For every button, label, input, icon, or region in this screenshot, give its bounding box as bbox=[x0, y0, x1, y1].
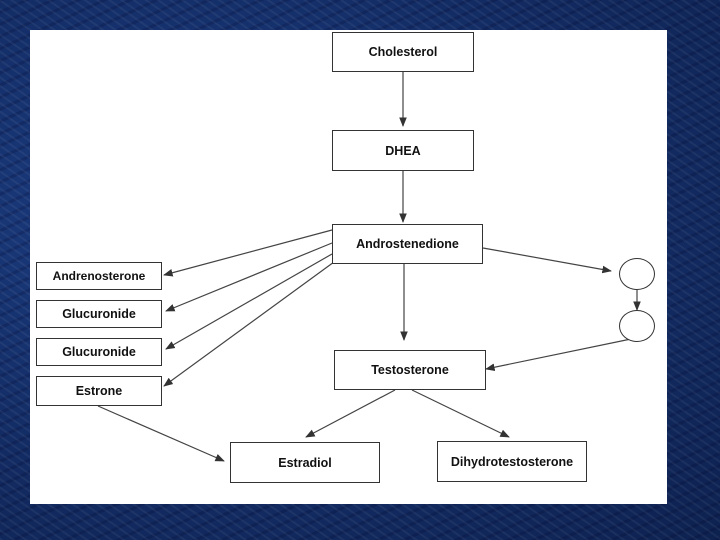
node-glucuronide-2: Glucuronide bbox=[36, 338, 162, 366]
node-glucuronide-1: Glucuronide bbox=[36, 300, 162, 328]
arrow-androstenedione-glucuronide-2 bbox=[165, 253, 333, 350]
node-estrone: Estrone bbox=[36, 376, 162, 406]
arrow-androstenedione-glucuronide-1 bbox=[165, 242, 333, 312]
arrow-circle-2-testosterone bbox=[485, 338, 632, 372]
node-testosterone: Testosterone bbox=[334, 350, 486, 390]
node-unlabeled-circle-1 bbox=[619, 258, 655, 290]
arrow-estrone-estradiol bbox=[97, 405, 225, 462]
arrow-testosterone-dihydrotestosterone bbox=[411, 389, 510, 438]
arrow-androstenedione-andrenosterone bbox=[163, 229, 333, 277]
arrow-androstenedione-circle-1 bbox=[482, 247, 612, 274]
node-dihydrotestosterone: Dihydrotestosterone bbox=[437, 441, 587, 482]
node-andrenosterone: Andrenosterone bbox=[36, 262, 162, 290]
node-androstenedione: Androstenedione bbox=[332, 224, 483, 264]
arrow-testosterone-estradiol bbox=[305, 389, 396, 438]
arrow-androstenedione-estrone bbox=[163, 261, 335, 387]
node-cholesterol: Cholesterol bbox=[332, 32, 474, 72]
node-estradiol: Estradiol bbox=[230, 442, 380, 483]
node-unlabeled-circle-2 bbox=[619, 310, 655, 342]
node-dhea: DHEA bbox=[332, 130, 474, 171]
